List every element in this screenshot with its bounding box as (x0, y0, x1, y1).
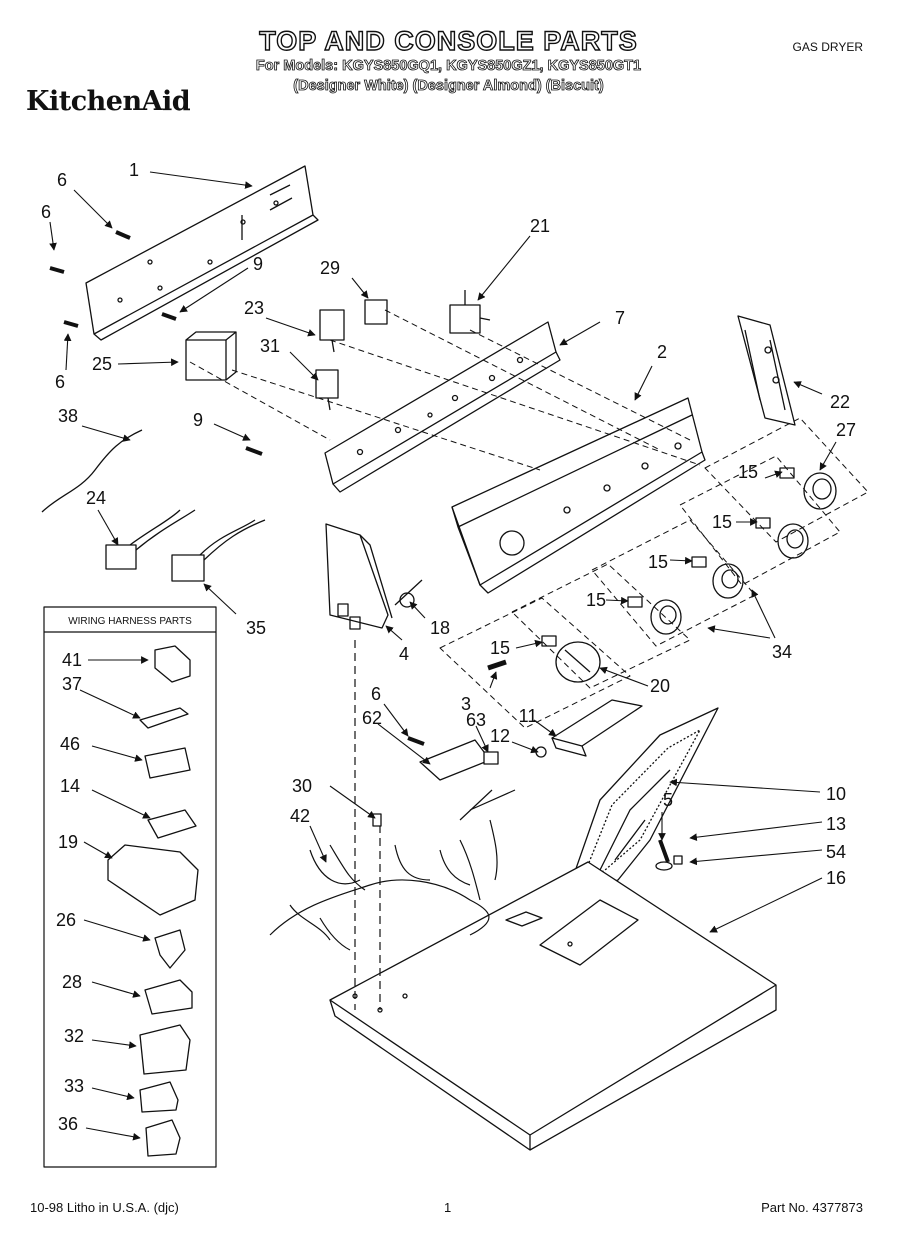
callout-4: 4 (399, 644, 409, 664)
callout-11: 11 (519, 706, 538, 726)
callout-15: 15 (648, 552, 668, 572)
callout-19: 19 (58, 832, 78, 852)
callout-31: 31 (260, 336, 280, 356)
callout-5: 5 (663, 790, 673, 810)
callout-14: 14 (60, 776, 80, 796)
callout-27: 27 (836, 420, 856, 440)
part-31 (315, 369, 339, 399)
product-type: GAS DRYER (792, 40, 863, 54)
callout-15: 15 (712, 512, 732, 532)
models-line: For Models: KGYS850GQ1, KGYS850GZ1, KGYS… (255, 58, 642, 75)
callout-33: 33 (64, 1076, 84, 1096)
footer-page-number: 1 (444, 1200, 452, 1215)
callout-36: 36 (58, 1114, 78, 1134)
footer-part-number: Part No. 4377873 (761, 1200, 863, 1215)
callout-15: 15 (586, 590, 606, 610)
callout-62: 62 (362, 708, 382, 728)
callout-41: 41 (62, 650, 82, 670)
callout-6: 6 (57, 170, 67, 190)
callout-20: 20 (650, 676, 670, 696)
callout-32: 32 (64, 1026, 84, 1046)
callout-24: 24 (86, 488, 106, 508)
part-35 (171, 554, 205, 582)
callout-16: 16 (826, 868, 846, 888)
callout-1: 1 (129, 160, 139, 180)
callout-9: 9 (193, 410, 203, 430)
callout-29: 29 (320, 258, 340, 278)
part-21 (449, 304, 481, 334)
callout-18: 18 (430, 618, 450, 638)
callout-38: 38 (58, 406, 78, 426)
callout-2: 2 (657, 342, 667, 362)
part-control-panel (451, 397, 706, 594)
wiring-harness-box (43, 606, 217, 1168)
callout-22: 22 (830, 392, 850, 412)
callout-26: 26 (56, 910, 76, 930)
callout-28: 28 (62, 972, 82, 992)
callout-7: 7 (615, 308, 625, 328)
wiring-box-title: WIRING HARNESS PARTS (68, 616, 192, 627)
callout-34: 34 (772, 642, 792, 662)
part-console-bracket (324, 321, 561, 493)
callout-numbers: 1 2 3 4 5 6 6 6 6 7 9 9 10 11 12 13 14 1… (41, 160, 856, 1134)
callout-23: 23 (244, 298, 264, 318)
callout-63: 63 (466, 710, 486, 730)
brand-logo: KitchenAid (26, 86, 191, 117)
part-29 (364, 299, 388, 325)
callout-15: 15 (490, 638, 510, 658)
part-10-lint-housing (564, 707, 719, 901)
callout-21: 21 (530, 216, 550, 236)
part-24 (105, 544, 137, 570)
callout-37: 37 (62, 674, 82, 694)
callout-25: 25 (92, 354, 112, 374)
part-4-endcap (325, 523, 393, 630)
callout-6: 6 (41, 202, 51, 222)
callout-30: 30 (292, 776, 312, 796)
part-11 (551, 699, 643, 757)
callout-54: 54 (826, 842, 846, 862)
part-22 (737, 315, 796, 426)
callout-42: 42 (290, 806, 310, 826)
footer-litho: 10-98 Litho in U.S.A. (djc) (30, 1200, 179, 1215)
callout-9: 9 (253, 254, 263, 274)
knobs (541, 467, 837, 683)
part-16-cabinet-top (329, 861, 777, 1151)
colors-line: (Designer White) (Designer Almond) (Bisc… (293, 78, 604, 95)
callout-13: 13 (826, 814, 846, 834)
callout-6: 6 (55, 372, 65, 392)
part-rear-bracket (85, 165, 319, 341)
page-title: TOP AND CONSOLE PARTS (259, 25, 638, 56)
callout-6: 6 (371, 684, 381, 704)
part-23 (319, 309, 345, 341)
part-25-timer (185, 331, 237, 381)
callout-35: 35 (246, 618, 266, 638)
callout-46: 46 (60, 734, 80, 754)
callout-3: 3 (461, 694, 471, 714)
callout-12: 12 (490, 726, 510, 746)
callout-10: 10 (826, 784, 846, 804)
part-42-harness (269, 640, 516, 1010)
wiring-box-parts (107, 645, 199, 1157)
callout-15: 15 (738, 462, 758, 482)
